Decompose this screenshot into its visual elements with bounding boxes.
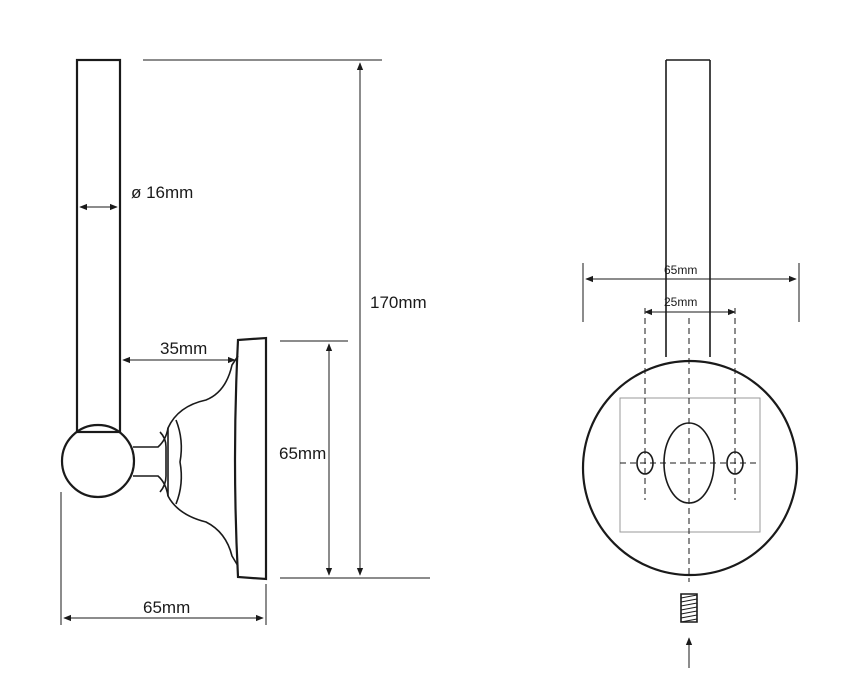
front-view: 65mm 25mm <box>581 59 800 668</box>
overall-width-label: 65mm <box>143 598 190 617</box>
wall-plate <box>233 336 268 581</box>
hole-spacing-label: 25mm <box>664 295 697 309</box>
round-plate <box>581 359 799 577</box>
mounting-bracket <box>619 397 761 533</box>
rod <box>75 58 122 434</box>
diameter-label: ø 16mm <box>131 183 193 202</box>
ball-end <box>60 423 136 499</box>
side-view: ø 16mm 35mm 65mm 170mm 65mm <box>60 58 430 625</box>
total-height-label: 170mm <box>370 293 427 312</box>
arm-neck <box>133 355 239 448</box>
screw <box>680 593 698 623</box>
plate-width-label: 65mm <box>664 263 697 277</box>
projection-label: 35mm <box>160 339 207 358</box>
plate-height-label: 65mm <box>279 444 326 463</box>
